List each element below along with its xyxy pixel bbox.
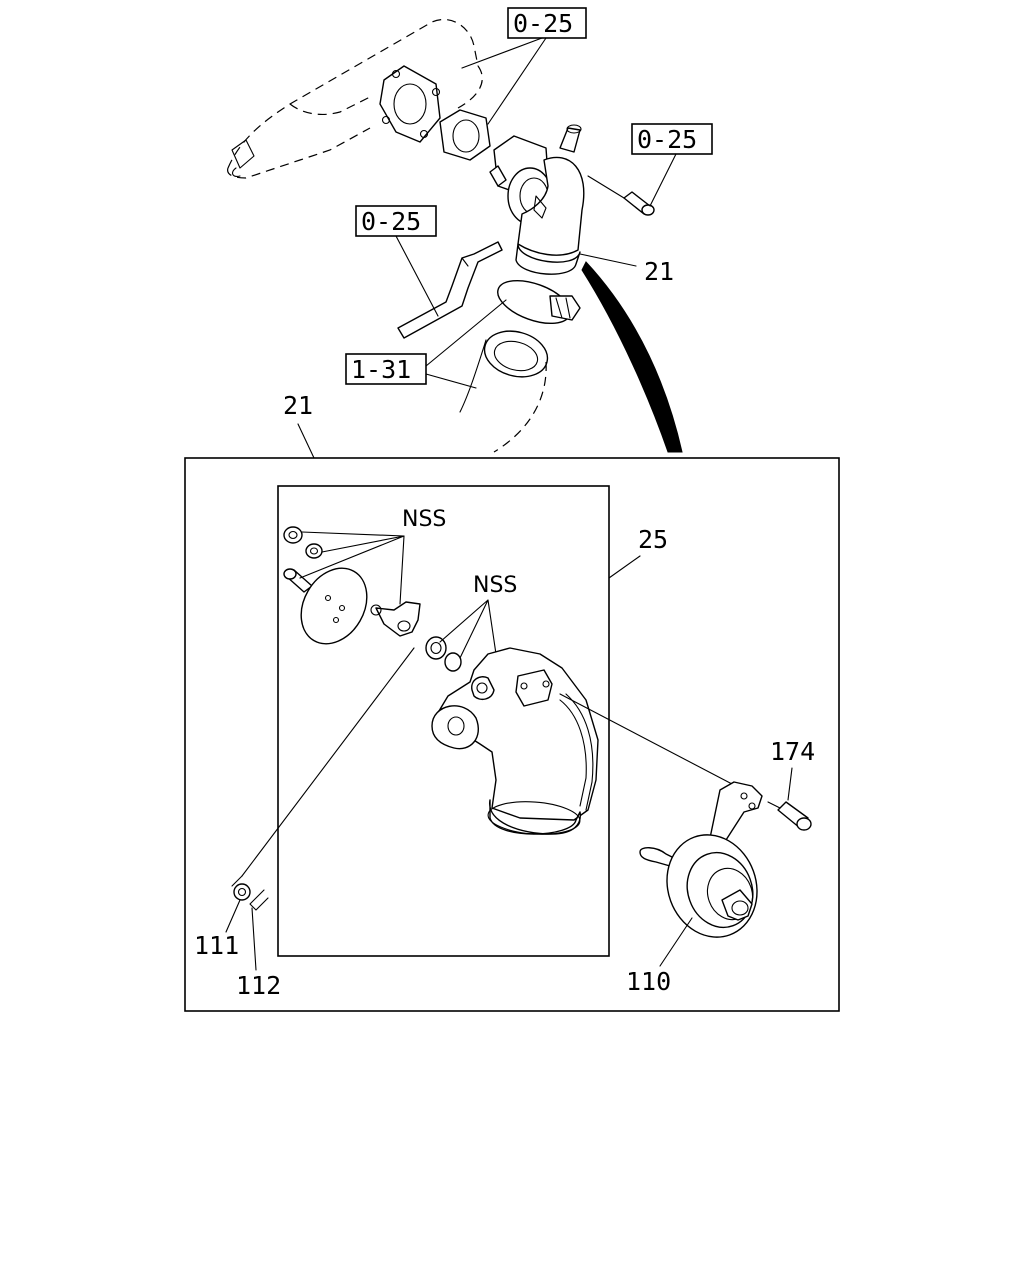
small-hose-pipe <box>397 241 503 339</box>
callout-174: 174 <box>770 737 815 801</box>
nut-1 <box>283 526 303 544</box>
svg-text:1-31: 1-31 <box>351 355 411 384</box>
detail-arrow <box>581 261 683 453</box>
bolt-upper-right <box>587 175 655 216</box>
svg-text:0-25: 0-25 <box>361 207 421 236</box>
valve-housing-elbow <box>431 647 599 835</box>
washer-1 <box>305 543 323 559</box>
lever-arm <box>370 601 421 637</box>
callout-110: 110 <box>626 917 693 996</box>
gasket <box>439 109 491 161</box>
svg-text:21: 21 <box>644 257 674 286</box>
link-bracket <box>231 875 243 887</box>
manifold-dashed-outline <box>227 18 483 179</box>
detail-inner-frame <box>277 485 610 957</box>
svg-text:110: 110 <box>626 967 671 996</box>
callout-21-upper: 21 <box>579 253 674 286</box>
link-line-actuator <box>559 693 733 785</box>
link-line-lever <box>241 647 415 877</box>
nss-upper: NSS <box>299 507 446 605</box>
intake-pipe <box>459 330 549 453</box>
bolt-174 <box>767 801 812 831</box>
egr-valve-assembly <box>489 124 585 275</box>
washer-111 <box>233 883 251 901</box>
reference-pipe: 1-31 <box>345 299 507 389</box>
nss-lower: NSS <box>439 573 517 659</box>
callout-112: 112 <box>236 907 281 1000</box>
svg-text:174: 174 <box>770 737 815 766</box>
callout-21-frame: 21 <box>283 391 315 459</box>
svg-text:25: 25 <box>638 525 668 554</box>
hose-clamp <box>497 279 581 325</box>
valve-plate <box>300 567 368 645</box>
screw-1 <box>283 568 313 593</box>
svg-text:111: 111 <box>194 931 239 960</box>
svg-text:0-25: 0-25 <box>637 125 697 154</box>
detail-outer-frame <box>184 457 840 1012</box>
manifold-flange <box>379 65 441 143</box>
callout-111: 111 <box>194 899 241 960</box>
reference-left: 0-25 <box>355 205 439 317</box>
reference-top: 0-25 <box>461 7 587 125</box>
svg-text:0-25: 0-25 <box>513 9 573 38</box>
svg-text:NSS: NSS <box>402 507 446 532</box>
callout-25: 25 <box>608 525 668 579</box>
svg-text:112: 112 <box>236 971 281 1000</box>
bushing <box>425 636 447 660</box>
seal-ring <box>444 652 462 672</box>
pin-112 <box>249 889 269 911</box>
svg-text:21: 21 <box>283 391 313 420</box>
actuator-110 <box>639 781 763 938</box>
reference-right: 0-25 <box>631 123 713 207</box>
svg-text:NSS: NSS <box>473 573 517 598</box>
